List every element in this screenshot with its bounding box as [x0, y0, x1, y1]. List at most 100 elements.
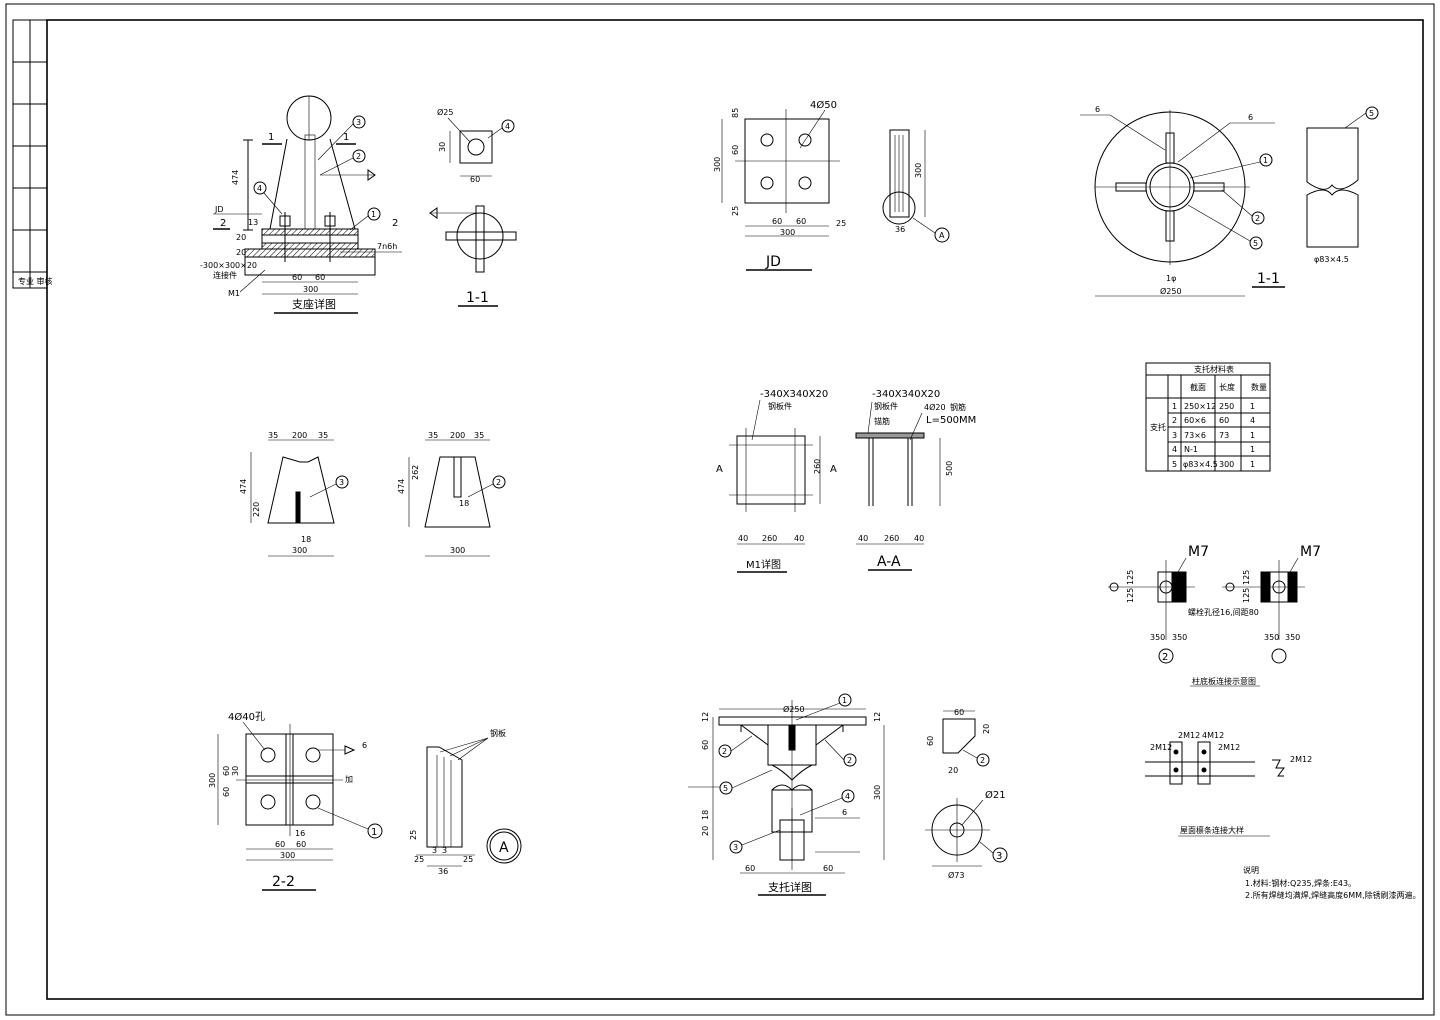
- plate22-dim-300v: 300: [208, 773, 217, 788]
- jd-dim-25b: 25: [836, 219, 846, 228]
- plate22-dim-16: 16: [295, 829, 305, 838]
- svg-text:4: 4: [1172, 445, 1177, 454]
- support-section-1-right: 1: [343, 132, 349, 143]
- svg-text:2: 2: [980, 756, 985, 765]
- titleblock-label: 专业 审核: [18, 276, 53, 286]
- svg-text:5: 5: [723, 784, 728, 793]
- section-left-balloon-4: 4: [487, 119, 515, 139]
- svg-text:3: 3: [1172, 431, 1177, 440]
- svg-text:N-1: N-1: [1184, 445, 1198, 454]
- ring-title: 1-1: [1257, 271, 1280, 287]
- column-dim-a4: 350: [1172, 633, 1187, 642]
- aa-bar-sub: 钢筋: [950, 402, 966, 412]
- jd-dim-36: 36: [895, 225, 905, 234]
- svg-text:1: 1: [1250, 445, 1255, 454]
- jd-dim-300v: 300: [713, 157, 722, 172]
- svg-text:2: 2: [496, 478, 501, 487]
- jd-dim-300-side: 300: [914, 163, 923, 178]
- bracket-balloon-4: 4: [799, 789, 855, 816]
- ring-section: 6 6 Ø250 1φ 1 2 5 1-1 5 φ83×4.5: [1080, 105, 1379, 297]
- column-dim-b2: 125: [1242, 588, 1251, 603]
- ring-balloon-5: 5: [1187, 204, 1263, 250]
- ring-pipe-balloon-5: 5: [1344, 106, 1379, 129]
- svg-text:A: A: [499, 840, 509, 856]
- jd-plate: 4Ø50 300 85 60 25 60 60 25 300 JD 300 36…: [713, 99, 950, 271]
- jd-dim-25v: 25: [731, 206, 740, 216]
- bracket-detail: Ø250 1 2 2 5 4 3 12 60 18 20 12: [688, 693, 885, 896]
- detail-a: 钢板 25 25 3 3 25 36 A: [409, 728, 522, 876]
- support-weld-note: 7n6h: [377, 242, 397, 251]
- ring-pipe-label: φ83×4.5: [1314, 255, 1349, 264]
- table-row: 1 250×12 250 1: [1172, 402, 1255, 411]
- table-header-qty: 数量: [1251, 382, 1267, 392]
- small-plate-dim-20v: 20: [982, 724, 991, 734]
- support-dim-20b: 20: [236, 248, 246, 257]
- ring-balloon-2: 2: [1221, 189, 1265, 225]
- section-left-dim-30: 30: [438, 142, 447, 152]
- table-row: 3 73×6 73 1: [1172, 431, 1255, 440]
- plate3-dim-200: 200: [292, 431, 307, 440]
- bracket-weld: 6: [842, 808, 847, 817]
- plate2-slot: 18: [459, 499, 469, 508]
- jd-title: JD: [765, 254, 781, 270]
- support-jd-label: JD: [214, 205, 224, 214]
- column-dim-a3: 350: [1150, 633, 1165, 642]
- svg-text:2: 2: [1162, 652, 1168, 663]
- support-dim-13: 13: [248, 218, 258, 227]
- column-dim-b3: 350: [1264, 633, 1279, 642]
- bracket-dim-18: 18: [701, 810, 710, 820]
- svg-text:73×6: 73×6: [1184, 431, 1206, 440]
- column-dim-b4: 350: [1285, 633, 1300, 642]
- support-section-2-left: 2: [220, 218, 226, 229]
- svg-text:5: 5: [1369, 109, 1374, 118]
- column-dim-a2: 125: [1126, 588, 1135, 603]
- column-m7b: M7: [1300, 544, 1321, 560]
- m1-detail: -340X340X20 钢板件 A A 260 40 260 40 M1详图: [716, 389, 837, 573]
- plate22-dim-60v1: 60: [222, 766, 231, 776]
- small-plate-dim-20h: 20: [948, 766, 958, 775]
- aa-anchor: 锚筋: [874, 416, 890, 426]
- column-m7a: M7: [1188, 544, 1209, 560]
- bracket-dim-12: 12: [701, 712, 710, 722]
- bracket-dim-12r: 12: [873, 712, 882, 722]
- plate22-holes: 4Ø40孔: [228, 711, 265, 723]
- disk: Ø21 Ø73 3: [925, 789, 1008, 880]
- plate3-dim-35b: 35: [318, 431, 328, 440]
- plate22-balloon-1: 1: [317, 807, 383, 839]
- purlin-detail: 2M12 2M12 4M12 2M12 2M12 屋面檩条连接大样: [1145, 731, 1312, 837]
- m1-dim-260: 260: [762, 534, 777, 543]
- purlin-label-5: 2M12: [1290, 755, 1312, 764]
- column-dim-b1: 125: [1242, 570, 1251, 585]
- aa-plate: -340X340X20: [872, 389, 940, 400]
- section-left-title: 1-1: [466, 290, 489, 306]
- svg-text:300: 300: [1219, 460, 1234, 469]
- svg-text:4: 4: [845, 792, 850, 801]
- plate2-balloon: 2: [467, 475, 506, 498]
- svg-text:3: 3: [996, 851, 1002, 862]
- support-balloon-4: 4: [253, 181, 283, 215]
- plate3-balloon: 3: [309, 475, 349, 498]
- ring-dia-small: 1φ: [1166, 274, 1176, 283]
- notes: 说明 1.材料:钢材:Q235,焊条:E43。 2.所有焊缝均满焊,焊缝高度6M…: [1243, 865, 1421, 900]
- plate22-weld: 6: [362, 741, 367, 750]
- aa-dim-260: 260: [884, 534, 899, 543]
- svg-text:60: 60: [1219, 416, 1229, 425]
- m1-plate-sub: 钢板件: [768, 401, 792, 411]
- support-dim-300: 300: [303, 285, 318, 294]
- svg-text:4: 4: [1250, 416, 1255, 425]
- m1-section-a-left: A: [716, 464, 723, 475]
- section-left-dim-60: 60: [470, 175, 480, 184]
- svg-text:3: 3: [733, 843, 738, 852]
- support-balloon-3: 3: [317, 115, 366, 161]
- plate3-lower: 220: [252, 502, 261, 517]
- bracket-dim-60v: 60: [701, 740, 710, 750]
- aa-bar-label: 4Ø20: [924, 402, 946, 412]
- title-block-strip: 专业 审核: [12, 19, 53, 289]
- plate2-base: 300: [450, 546, 465, 555]
- svg-text:1: 1: [1172, 402, 1177, 411]
- support-detail-title: 支座详图: [292, 297, 336, 311]
- support-balloon-2: 2: [319, 149, 366, 176]
- disk-balloon: 3: [979, 841, 1008, 863]
- aa-plate-sub: 钢板件: [874, 401, 898, 411]
- column-detail-title: 柱底板连接示意图: [1192, 676, 1256, 686]
